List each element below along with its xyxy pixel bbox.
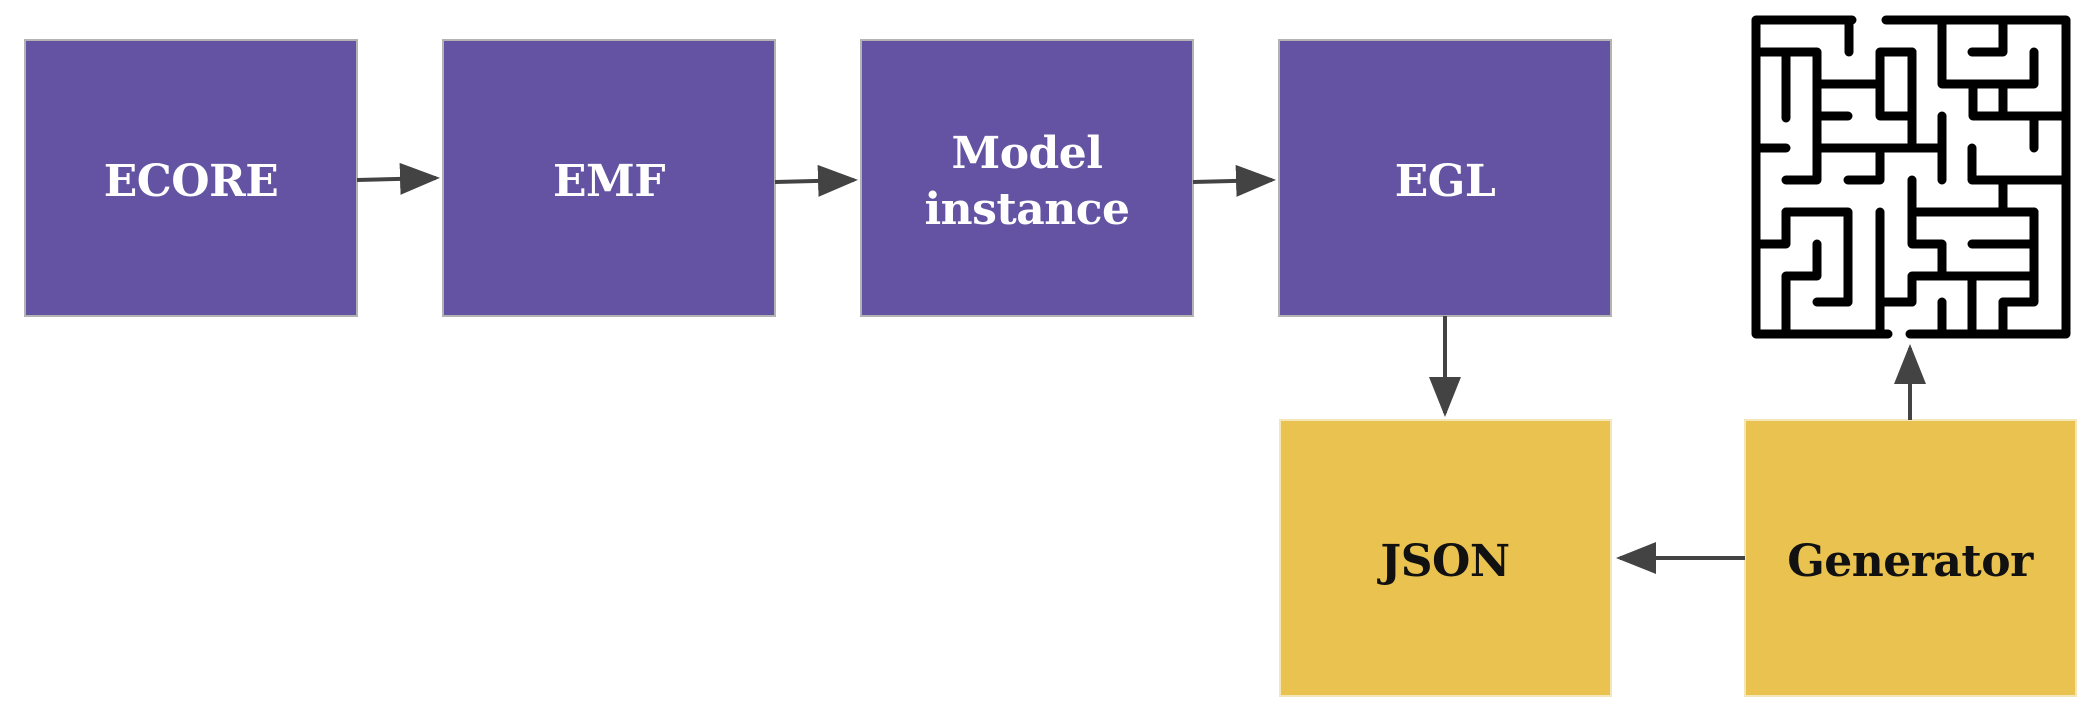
node-emf-label: EMF xyxy=(553,156,665,207)
node-model-label-line1: Model xyxy=(951,128,1102,179)
node-egl-label: EGL xyxy=(1395,156,1496,207)
node-model-label-line2: instance xyxy=(924,184,1129,235)
node-ecore: ECORE xyxy=(24,39,358,317)
arrow-model-to-egl xyxy=(1192,164,1276,197)
maze-icon xyxy=(1751,15,2071,339)
node-egl: EGL xyxy=(1278,39,1612,317)
node-ecore-label: ECORE xyxy=(104,156,279,207)
node-json: JSON xyxy=(1279,419,1612,697)
node-model-instance: Model instance xyxy=(860,39,1194,317)
arrow-ecore-to-emf xyxy=(356,162,440,195)
edges xyxy=(356,162,1926,574)
node-generator: Generator xyxy=(1744,419,2077,697)
node-json-label: JSON xyxy=(1376,536,1509,587)
node-emf: EMF xyxy=(442,39,776,317)
arrow-emf-to-model xyxy=(774,164,858,197)
node-generator-label: Generator xyxy=(1787,536,2034,587)
